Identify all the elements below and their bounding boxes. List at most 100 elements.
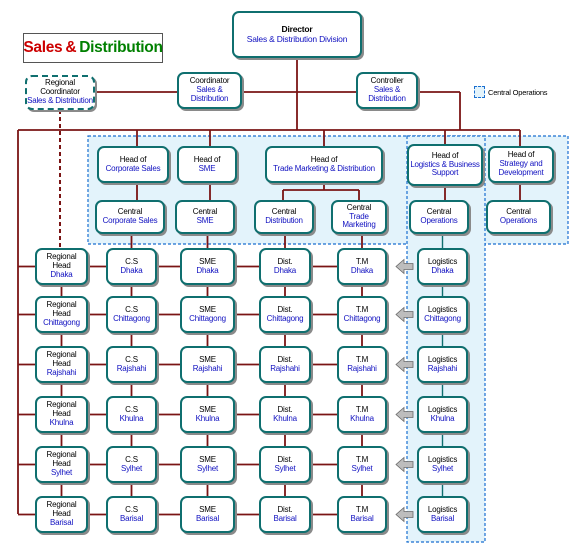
head-box-4-title: Head of — [507, 150, 535, 160]
unit-box-3-4: Dist.Sylhet — [259, 446, 311, 483]
central-box-5-subtitle: Operations — [499, 216, 538, 225]
title-sales: Sales — [23, 39, 63, 56]
unit-box-4-4-title: T.M — [355, 454, 369, 464]
logistics-support-arrow-3 — [395, 406, 414, 423]
legend-label: Central Operations — [488, 87, 548, 97]
unit-box-1-0-title: C.S — [125, 256, 138, 266]
unit-box-5-4-subtitle: Sylhet — [431, 463, 454, 473]
head-box-1-subtitle: SME — [198, 163, 216, 173]
unit-box-5-5-subtitle: Barisal — [430, 513, 455, 523]
unit-box-1-4-title: C.S — [125, 454, 138, 464]
unit-box-3-2-title: Dist. — [277, 354, 293, 364]
unit-box-0-0-title: Regional Head — [46, 252, 77, 271]
unit-box-0-4-subtitle: Sylhet — [50, 467, 73, 477]
unit-box-3-2-subtitle: Rajshahi — [270, 363, 300, 373]
central-box-2-subtitle: Distribution — [265, 216, 303, 225]
unit-box-2-2-subtitle: Rajshahi — [192, 363, 223, 373]
logistics-support-arrow-0 — [395, 258, 414, 275]
regional-coordinator-box: Regional Coordinator Sales & Distributio… — [25, 75, 95, 110]
unit-box-2-3-title: SME — [199, 404, 216, 414]
head-box-2-subtitle: Trade Marketing & Distribution — [273, 163, 375, 173]
unit-box-5-2-title: Logistics — [427, 354, 458, 364]
central-box-0-subtitle: Corporate Sales — [102, 216, 158, 225]
unit-box-0-1-title: Regional Head — [46, 300, 77, 319]
unit-box-1-3-title: C.S — [125, 404, 138, 414]
unit-box-2-1-subtitle: Chittagong — [189, 313, 226, 323]
regional-coordinator-subtitle: Sales & Distribution — [27, 95, 93, 105]
unit-box-5-0-title: Logistics — [427, 256, 458, 266]
central-box-4-title: Central — [426, 207, 452, 217]
unit-box-1-2-subtitle: Rajshahi — [116, 363, 147, 373]
legend-swatch — [474, 86, 485, 98]
central-box-2-title: Central — [271, 207, 297, 217]
unit-box-1-1-title: C.S — [125, 304, 138, 314]
unit-box-4-3-subtitle: Khulna — [350, 413, 374, 423]
unit-box-5-0-subtitle: Dhaka — [431, 265, 454, 275]
unit-box-4-2-title: T.M — [355, 354, 369, 364]
unit-box-1-0-subtitle: Dhaka — [120, 265, 143, 275]
unit-box-3-0: Dist.Dhaka — [259, 248, 311, 285]
unit-box-2-4-subtitle: Sylhet — [196, 463, 219, 473]
unit-box-5-1-subtitle: Chittagong — [424, 313, 461, 323]
unit-box-4-4-subtitle: Sylhet — [351, 463, 373, 473]
unit-box-3-5-subtitle: Barisal — [273, 513, 297, 523]
director-title: Director — [281, 23, 313, 34]
central-box-3-subtitle: Trade Marketing — [342, 211, 376, 230]
unit-box-0-5-title: Regional Head — [46, 500, 77, 519]
chart-title: Sales & Distribution — [23, 33, 163, 63]
unit-box-0-1-subtitle: Chittagong — [43, 317, 80, 327]
unit-box-0-2-title: Regional Head — [46, 350, 77, 369]
unit-box-1-1-subtitle: Chittagong — [113, 313, 150, 323]
unit-box-5-2-subtitle: Rajshahi — [427, 363, 458, 373]
controller-subtitle: Sales & Distribution — [368, 85, 406, 103]
unit-box-3-0-subtitle: Dhaka — [273, 265, 297, 275]
unit-box-0-3-title: Regional Head — [46, 400, 77, 419]
title-ampersand: & — [65, 39, 77, 56]
unit-box-3-3: Dist.Khulna — [259, 396, 311, 433]
head-box-1-title: Head of — [193, 154, 221, 164]
unit-box-2-1-title: SME — [199, 304, 216, 314]
unit-box-4-1-title: T.M — [355, 304, 369, 314]
head-box-3-title: Head of — [431, 150, 459, 160]
logistics-support-arrow-4 — [395, 456, 414, 473]
central-box-0-title: Central — [117, 207, 143, 217]
unit-box-2-5-title: SME — [199, 504, 216, 514]
central-box-1-title: Central — [192, 207, 218, 217]
coordinator-title: Coordinator — [189, 76, 230, 86]
director-subtitle: Sales & Distribution Division — [246, 33, 348, 44]
unit-box-0-3-subtitle: Khulna — [49, 417, 74, 427]
unit-box-4-0-title: T.M — [355, 256, 369, 266]
director-box: Director Sales & Distribution Division — [232, 11, 362, 58]
unit-box-2-0-title: SME — [199, 256, 216, 266]
unit-box-4-0-subtitle: Dhaka — [350, 265, 374, 275]
unit-box-2-3-subtitle: Khulna — [195, 413, 220, 423]
